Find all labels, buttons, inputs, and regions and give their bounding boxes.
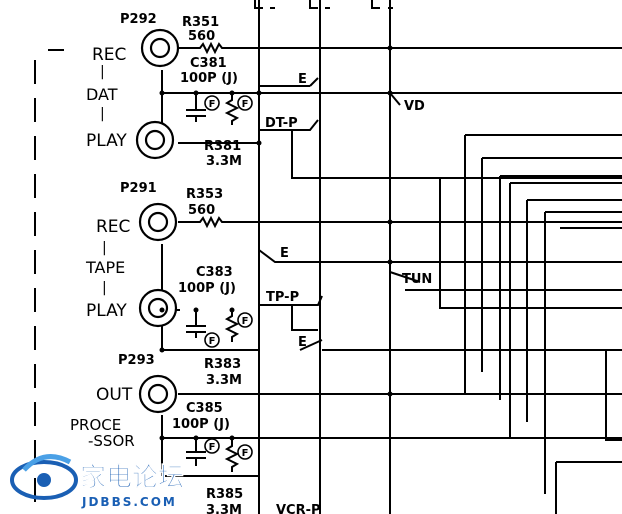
label-rec-tape: REC [96,217,130,237]
f-marker-icon: F [204,438,220,454]
label-play-tape: PLAY [86,301,127,321]
jack-rec-dat-inner [149,37,171,59]
label-r353-value: 560 [188,203,215,218]
separator-bar: | [102,280,107,296]
jacks [135,28,180,414]
label-r385: R385 [206,487,243,502]
label-tape: TAPE [85,258,125,277]
label-r351: R351 [182,15,219,30]
jack-rec-tape-inner [147,211,169,233]
f-mark-text: F [242,448,249,459]
label-tun: TUN [402,272,432,287]
label-r383-value: 3.3M [206,373,242,388]
separator-bar: | [102,240,107,256]
label-r351-value: 560 [188,29,215,44]
f-mark-text: F [209,442,216,453]
label-c385-value: 100P (J) [172,417,230,432]
watermark-logo-icon [10,454,78,500]
label-p293: P293 [118,353,155,368]
watermark: 家电论坛 JDBBS.COM [10,454,184,509]
jack-out-inner [147,383,169,405]
label-r381-value: 3.3M [206,154,242,169]
label-ssor: -SSOR [88,432,135,450]
label-p291: P291 [120,181,157,196]
label-switch-e3: E [298,335,307,350]
label-c381-value: 100P (J) [180,71,238,86]
junctions [159,45,393,441]
label-r383: R383 [204,357,241,372]
label-out: OUT [96,385,133,405]
label-vcrp: VCR-P [276,503,321,514]
labels: P292 R351 560 C381 100P (J) REC | DAT | … [70,12,432,514]
f-marker-icon: F [237,312,253,328]
f-marker-icon: F [204,95,220,111]
label-switch-dtp: DT-P [265,116,298,131]
label-vd: VD [404,99,425,114]
jack-play-tape-inner [147,297,169,319]
f-mark-text: F [242,316,249,327]
separator-bar: | [100,64,105,80]
label-switch-e1: E [298,72,307,87]
label-rec-dat: REC [92,45,126,65]
label-c383: C383 [196,265,233,280]
label-switch-tpp: TP-P [266,290,299,305]
label-c381: C381 [190,56,227,71]
label-r353: R353 [186,187,223,202]
label-p292: P292 [120,12,157,27]
jack-play-dat-inner [144,129,166,151]
f-mark-text: F [209,99,216,110]
watermark-site: JDBBS.COM [81,495,177,509]
watermark-brand: 家电论坛 [80,462,184,493]
f-mark-text: F [209,336,216,347]
f-marker-icon: F [204,332,220,348]
separator-bar: | [100,106,105,122]
label-c385: C385 [186,401,223,416]
label-switch-e2: E [280,246,289,261]
label-r385-value: 3.3M [206,503,242,514]
f-markers: F F F F F F [204,95,253,460]
f-marker-icon: F [237,95,253,111]
label-dat: DAT [86,85,118,104]
f-mark-text: F [242,99,249,110]
label-c383-value: 100P (J) [178,281,236,296]
label-proce: PROCE [70,416,121,434]
f-marker-icon: F [237,444,253,460]
label-r381: R381 [204,139,241,154]
label-play-dat: PLAY [86,131,127,151]
